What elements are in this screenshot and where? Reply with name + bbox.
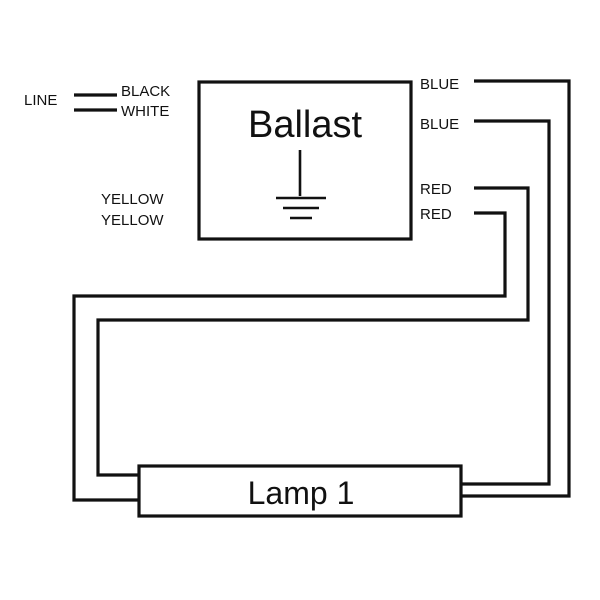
blue-label-1: BLUE	[420, 76, 459, 93]
lamp-title: Lamp 1	[248, 475, 355, 511]
yellow-label-2: YELLOW	[101, 212, 164, 229]
lamp-box	[137, 464, 463, 518]
black-label: BLACK	[121, 83, 170, 100]
ballast-title: Ballast	[248, 104, 362, 146]
blue-wire-1	[461, 79, 571, 498]
red-wire-2	[72, 211, 507, 502]
white-label: WHITE	[121, 103, 169, 120]
red-label-1: RED	[420, 181, 452, 198]
yellow-label-1: YELLOW	[101, 191, 164, 208]
blue-label-2: BLUE	[420, 116, 459, 133]
line-label: LINE	[24, 92, 57, 109]
ground-symbol-icon	[276, 150, 326, 220]
ballast-box	[197, 80, 413, 241]
red-wire-1	[96, 186, 530, 477]
red-label-2: RED	[420, 206, 452, 223]
blue-wire-2	[461, 119, 551, 486]
